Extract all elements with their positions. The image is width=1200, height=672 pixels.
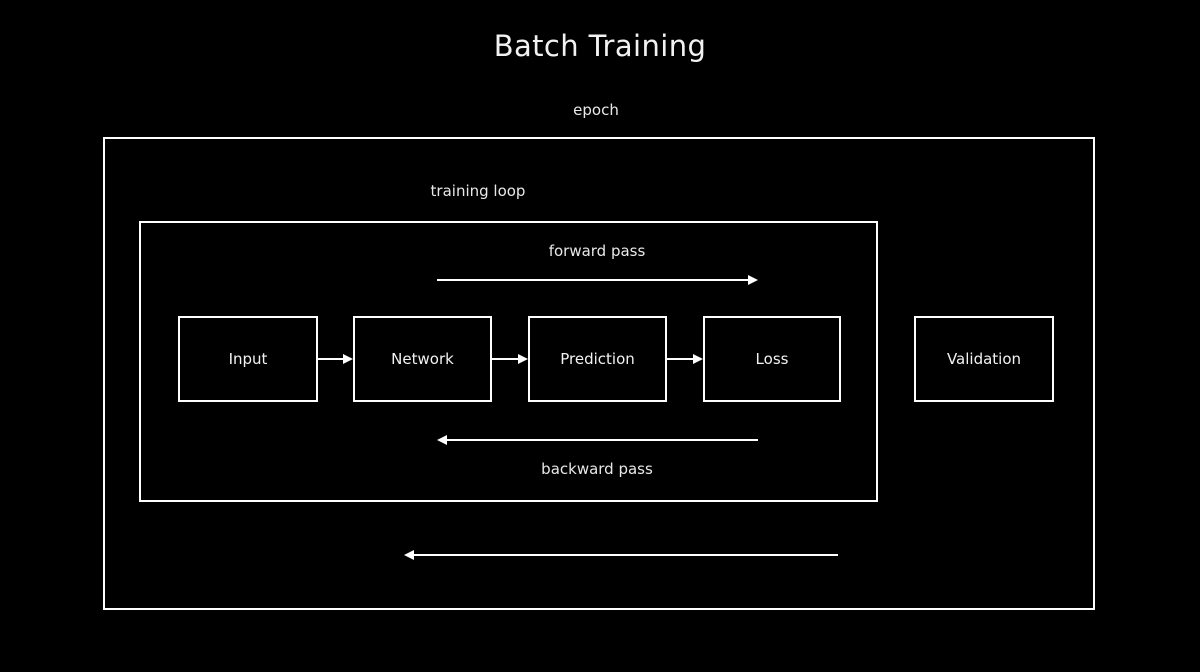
epoch-loop-arrow-line	[414, 554, 838, 556]
node-loss[interactable]: Loss	[703, 316, 841, 402]
epoch-container	[103, 137, 1095, 610]
backward-pass-arrow-line	[447, 439, 758, 441]
training-loop-container	[139, 221, 878, 502]
connector-prediction-to-loss-line	[667, 358, 694, 360]
training-loop-label: training loop	[430, 182, 526, 200]
node-validation[interactable]: Validation	[914, 316, 1054, 402]
connector-network-to-prediction-arrow-icon	[518, 354, 528, 364]
forward-pass-arrow-head-icon	[748, 275, 758, 285]
forward-pass-label: forward pass	[548, 242, 646, 260]
backward-pass-arrow-head-icon	[437, 435, 447, 445]
node-loss-label: Loss	[755, 350, 789, 368]
node-prediction[interactable]: Prediction	[528, 316, 667, 402]
node-validation-label: Validation	[946, 350, 1022, 368]
node-network-label: Network	[391, 350, 454, 368]
node-input-label: Input	[228, 350, 268, 368]
forward-pass-arrow-line	[437, 279, 751, 281]
node-network[interactable]: Network	[353, 316, 492, 402]
connector-prediction-to-loss-arrow-icon	[693, 354, 703, 364]
node-input[interactable]: Input	[178, 316, 318, 402]
epoch-loop-arrow-head-icon	[404, 550, 414, 560]
epoch-label: epoch	[573, 101, 619, 119]
connector-network-to-prediction-line	[492, 358, 519, 360]
backward-pass-label: backward pass	[541, 460, 653, 478]
node-prediction-label: Prediction	[560, 350, 635, 368]
page-title: Batch Training	[493, 29, 707, 63]
connector-input-to-network-arrow-icon	[343, 354, 353, 364]
connector-input-to-network-line	[318, 358, 345, 360]
